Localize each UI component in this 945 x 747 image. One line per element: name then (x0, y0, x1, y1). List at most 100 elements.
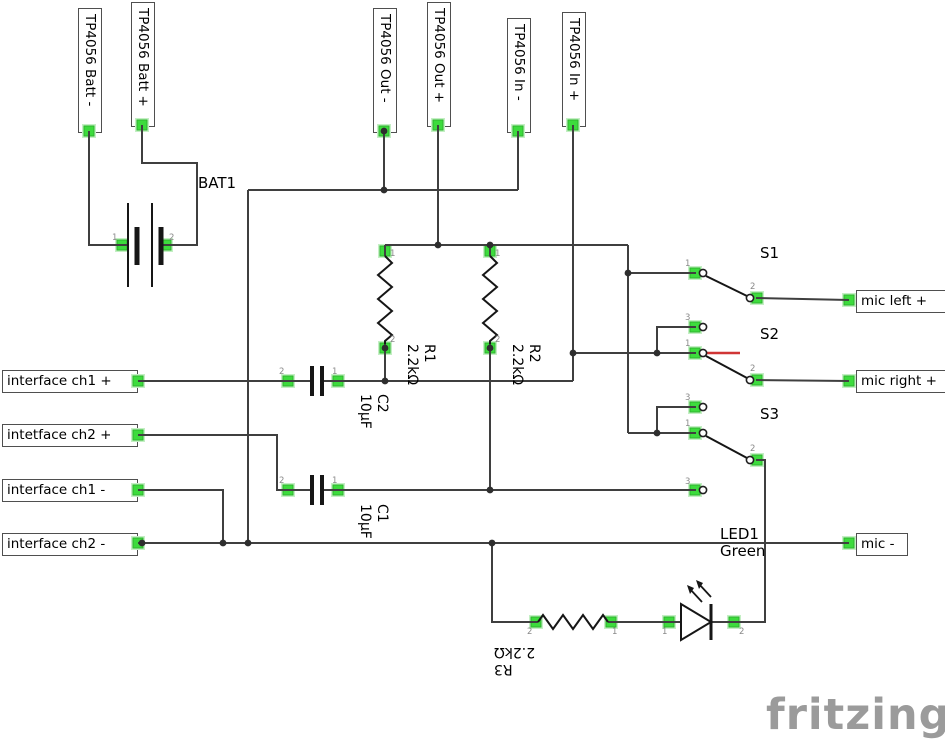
switch-pin3-circle[interactable] (698, 402, 708, 412)
pin-number: 1 (112, 233, 117, 243)
capacitor-c2-symbol[interactable] (310, 366, 324, 396)
pin-number: 2 (527, 627, 532, 637)
led1-designator: LED1 (720, 525, 759, 543)
net-label-text: mic right + (861, 373, 937, 389)
wire-s2-chain[interactable] (656, 406, 696, 433)
net-label-tp4056-batt-plus[interactable]: TP4056 Batt + (131, 2, 155, 127)
switch-pin3-circle[interactable] (698, 485, 708, 495)
wire-r3-feed[interactable] (491, 543, 538, 623)
switch-lever (705, 355, 748, 379)
c2-value: 10µF (357, 394, 373, 429)
wire-ch2-plus[interactable] (138, 434, 310, 491)
pin-number: 2 (750, 282, 755, 292)
net-label-text: interface ch2 - (7, 536, 106, 552)
led-triangle (680, 602, 713, 642)
net-label-mic-right-plus[interactable]: mic right + (856, 370, 945, 393)
r1-label[interactable]: R1 2.2kΩ (403, 344, 437, 385)
pin-number: 2 (750, 444, 755, 454)
s2-label[interactable]: S2 (760, 326, 779, 343)
junction-dot (653, 429, 661, 437)
led-arrowhead (696, 580, 703, 589)
junction-dot (569, 349, 577, 357)
led1-symbol[interactable] (680, 580, 713, 642)
junction-dot (653, 349, 661, 357)
switch-pin1-circle[interactable] (698, 428, 708, 438)
bat1-designator: BAT1 (198, 174, 237, 192)
junction-dot (381, 344, 389, 352)
bat1-label[interactable]: BAT1 (198, 175, 236, 192)
wire-s3-to-led[interactable] (737, 459, 766, 623)
switch-s1-symbol[interactable] (698, 268, 755, 332)
junction-dot (381, 377, 389, 385)
resistor-r3-symbol[interactable] (537, 613, 609, 631)
switch-s2-symbol[interactable] (698, 348, 755, 412)
wire-mic-right[interactable] (755, 379, 850, 382)
switch-lever (705, 275, 748, 297)
s2-designator: S2 (760, 325, 780, 343)
s1-label[interactable]: S1 (760, 245, 779, 262)
pin-number: 1 (662, 627, 667, 637)
pin-number: 1 (685, 419, 690, 429)
pin-number: 2 (279, 476, 284, 486)
switch-pin2-circle[interactable] (745, 455, 755, 465)
led1-label[interactable]: LED1 Green (720, 526, 765, 560)
junction-dot (488, 539, 496, 547)
r1-designator: R1 (421, 344, 437, 363)
pin-number: 1 (332, 476, 337, 486)
pin-number: 1 (685, 259, 690, 269)
switch-pin2-circle[interactable] (745, 293, 755, 303)
net-label-tp4056-batt-minus[interactable]: TP4056 Batt - (78, 8, 102, 133)
net-label-tp4056-out-plus[interactable]: TP4056 Out + (427, 2, 451, 127)
battery-symbol[interactable] (127, 203, 164, 287)
wire-batt-minus[interactable] (88, 131, 128, 246)
junction-dot (486, 486, 494, 494)
wire-ch1-minus[interactable] (138, 489, 224, 543)
capacitor-c1-symbol[interactable] (310, 475, 324, 505)
pin-number: 3 (685, 393, 690, 403)
pin-number: 2 (495, 335, 500, 345)
net-label-interface-ch2-plus[interactable]: intetface ch2 + (2, 424, 138, 447)
r2-label[interactable]: R2 2.2kΩ (508, 344, 542, 385)
pin-numbers: 1 2 1 2 1 2 2 1 2 1 2 1 1 2 1 2 3 1 2 3 … (112, 233, 755, 637)
pin-number: 1 (685, 339, 690, 349)
fritzing-watermark: fritzing (766, 690, 945, 740)
net-label-text: interface ch1 - (7, 482, 106, 498)
net-label-text: mic - (861, 536, 895, 552)
pin-number: 2 (750, 364, 755, 374)
net-label-tp4056-in-minus[interactable]: TP4056 In - (507, 18, 531, 133)
resistor-r1-symbol[interactable] (376, 255, 394, 344)
led-emission-arrow (698, 583, 712, 598)
wire-mic-left[interactable] (755, 297, 850, 301)
junction-dot (138, 539, 146, 547)
net-label-interface-ch2-minus[interactable]: interface ch2 - (2, 533, 138, 556)
switch-pin2-circle[interactable] (745, 375, 755, 385)
s3-label[interactable]: S3 (760, 406, 779, 423)
wires (88, 125, 850, 623)
net-label-interface-ch1-plus[interactable]: interface ch1 + (2, 370, 138, 393)
wire-batt-plus[interactable] (141, 125, 198, 246)
net-label-tp4056-in-plus[interactable]: TP4056 In + (562, 12, 586, 127)
resistor-r2-symbol[interactable] (481, 255, 499, 344)
junction-dot (486, 344, 494, 352)
r3-value: 2.2kΩ (494, 644, 536, 660)
junction-dot (624, 269, 632, 277)
net-label-mic-minus[interactable]: mic - (856, 533, 908, 556)
junction-dot (486, 241, 494, 249)
r3-designator: R3 (494, 661, 513, 677)
led1-value: Green (720, 542, 766, 560)
pin-number: 1 (390, 249, 395, 259)
led-arrowhead (687, 585, 694, 594)
c2-label[interactable]: C2 10µF (356, 394, 390, 429)
switch-pin1-circle[interactable] (698, 348, 708, 358)
net-label-mic-left-plus[interactable]: mic left + (856, 290, 945, 313)
junction-dot (380, 127, 388, 135)
r1-value: 2.2kΩ (404, 344, 420, 386)
wire-s1-chain[interactable] (656, 326, 696, 353)
net-label-interface-ch1-minus[interactable]: interface ch1 - (2, 479, 138, 502)
switch-pin3-circle[interactable] (698, 322, 708, 332)
switch-pin1-circle[interactable] (698, 268, 708, 278)
c1-label[interactable]: C1 10µF (356, 504, 390, 539)
switch-s3-symbol[interactable] (698, 428, 755, 495)
r3-label[interactable]: R3 2.2kΩ (494, 643, 546, 677)
